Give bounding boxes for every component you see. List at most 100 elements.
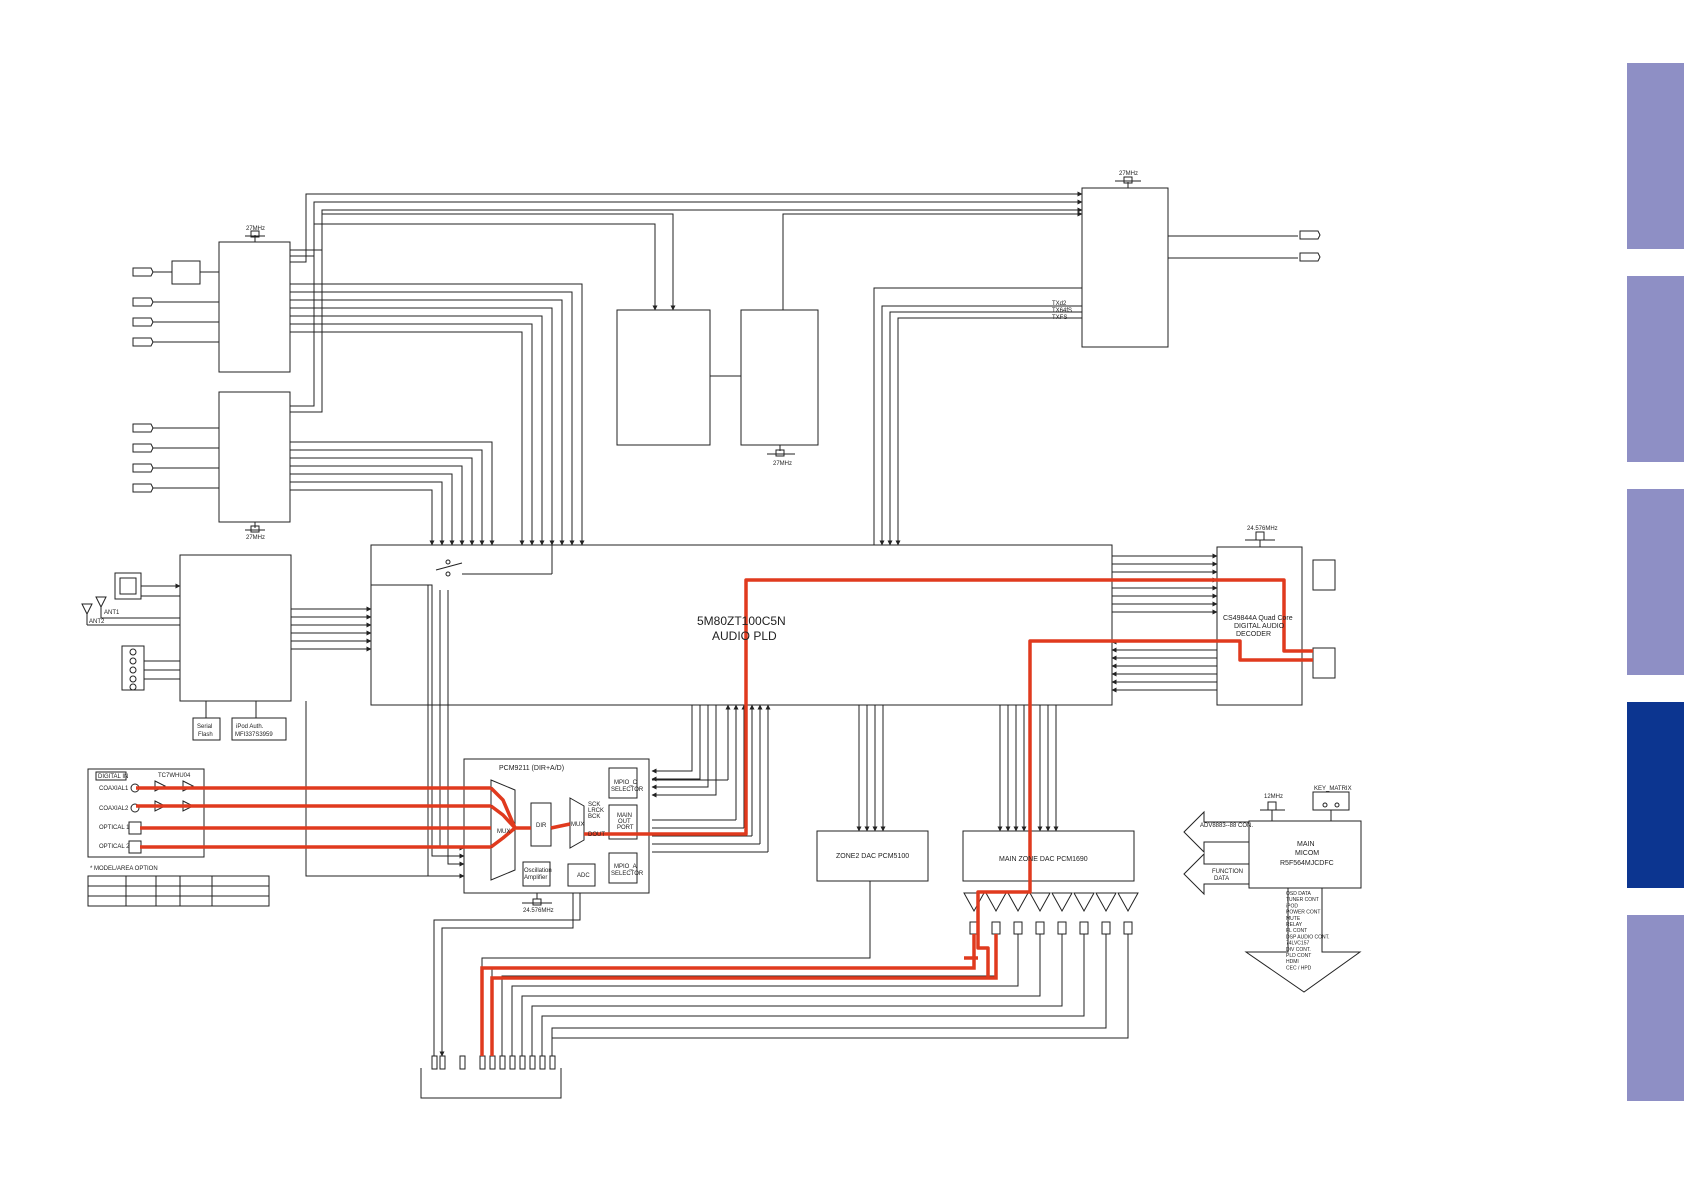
red-signal-path bbox=[136, 578, 1313, 978]
side-tab-5[interactable] bbox=[1627, 915, 1684, 1101]
txd4-label: TX64fS bbox=[1052, 308, 1072, 314]
coaxial2-label: COAXIAL2 bbox=[99, 806, 129, 812]
crystal-24576-pcm bbox=[522, 893, 552, 906]
main-out-label-2: OUT bbox=[618, 819, 631, 825]
mpio-a-label-2: SELECTOR bbox=[611, 871, 644, 877]
ipod-auth-label-1: iPod Auth. bbox=[236, 724, 264, 730]
ipod-auth-label-2: MFI337S3959 bbox=[235, 732, 273, 738]
micom-signal-item: DIV CONT. bbox=[1286, 947, 1311, 953]
side-tab-1[interactable] bbox=[1627, 63, 1684, 249]
xtal-label-top-left: 27MHz bbox=[246, 226, 265, 232]
micom-label-1: MAIN bbox=[1297, 841, 1315, 848]
bus-upper-to-pld bbox=[290, 283, 585, 546]
bus-pld-to-main-dac bbox=[997, 705, 1059, 832]
bottom-connector bbox=[420, 1055, 562, 1099]
model-area-table bbox=[87, 875, 270, 907]
decoder-label-2: DIGITAL AUDIO bbox=[1234, 623, 1285, 630]
optical2-label: OPTICAL 2 bbox=[99, 844, 130, 850]
txd2-label: TXd2 bbox=[1052, 301, 1067, 307]
adv-con-label: ADV8883--88 CON. bbox=[1200, 823, 1253, 829]
crystal-12mhz bbox=[1260, 801, 1285, 821]
adv-con-arrow bbox=[1183, 810, 1250, 854]
dout-label: DOUT bbox=[588, 832, 605, 838]
top-right-block bbox=[1081, 187, 1169, 348]
xtal-label-decoder: 24.576MHz bbox=[1247, 526, 1278, 532]
dir-label: DIR bbox=[536, 823, 547, 829]
micom-signal-item: RELAY bbox=[1286, 922, 1303, 928]
ant1-label: ANT1 bbox=[104, 610, 120, 616]
micom-signal-item: FL CONT bbox=[1286, 928, 1307, 934]
ipod-auth-chip bbox=[231, 717, 287, 741]
bus-pld-to-zone2 bbox=[856, 705, 886, 832]
ant2-label: ANT2 bbox=[89, 619, 105, 625]
xtal-label-top-right: 27MHz bbox=[1119, 171, 1138, 177]
micom-signal-item: TUNER CONT bbox=[1286, 897, 1319, 903]
input-block-upper bbox=[132, 241, 291, 373]
coaxial1-label: COAXIAL1 bbox=[99, 786, 129, 792]
adc-label: ADC bbox=[577, 873, 590, 879]
osc-label-2: Amplifier bbox=[524, 875, 547, 881]
model-area-label: * MODEL/AREA OPTION bbox=[90, 866, 158, 872]
micom-signal-item: MUTE bbox=[1286, 916, 1301, 922]
micom-signal-item: HDMI bbox=[1286, 959, 1299, 965]
crystal-27mhz-mid-left bbox=[245, 522, 265, 533]
crystal-24576-decoder bbox=[1245, 531, 1275, 547]
crystal-27mhz-top-right bbox=[1115, 176, 1141, 188]
micom-output-arrow bbox=[1244, 887, 1362, 993]
key-matrix-switch bbox=[1312, 791, 1350, 821]
main-out-label-1: MAIN bbox=[617, 813, 632, 819]
micom-signal-item: iPOD bbox=[1286, 903, 1298, 909]
sck-label-3: BCK bbox=[588, 814, 600, 820]
xtal-label-pcm: 24.576MHz bbox=[523, 908, 554, 914]
input-block-lower bbox=[132, 391, 291, 523]
bus-lower-to-pld bbox=[290, 441, 495, 546]
serial-flash-label-2: Flash bbox=[198, 732, 213, 738]
center-block-left bbox=[616, 309, 711, 446]
side-tab-4[interactable] bbox=[1627, 702, 1684, 888]
side-tab-2[interactable] bbox=[1627, 276, 1684, 462]
xtal-label-center: 27MHz bbox=[773, 461, 792, 467]
micom-signal-item: DSP AUDIO CONT. bbox=[1286, 934, 1330, 940]
function-data-arrow bbox=[1183, 852, 1250, 896]
sck-label-2: LRCK bbox=[588, 808, 604, 814]
micom-label-2: MICOM bbox=[1295, 850, 1319, 857]
center-block-right bbox=[740, 309, 819, 446]
buffer-ic-label: TC7WHU04 bbox=[158, 773, 191, 779]
micom-signal-item: POWER CONT bbox=[1286, 910, 1320, 916]
crystal-27mhz-top-left bbox=[245, 230, 265, 242]
decoder-label-1: CS49844A Quad Core bbox=[1223, 615, 1293, 622]
mpio-a-label-1: MPIO_A bbox=[614, 864, 637, 870]
key-matrix-label: KEY_MATRIX bbox=[1314, 786, 1352, 792]
decoder-label-3: DECODER bbox=[1236, 631, 1271, 638]
pcm9211 bbox=[463, 758, 650, 894]
main-dac-outputs bbox=[491, 892, 1139, 1056]
digital-in-label: DIGITAL IN bbox=[98, 774, 128, 780]
txfs-label: TXFS bbox=[1052, 315, 1067, 321]
micom-label-3: R5F564MJCDFC bbox=[1280, 860, 1334, 867]
tuner-ipod-block bbox=[179, 554, 292, 702]
serial-flash-label-1: Serial bbox=[197, 724, 212, 730]
optical1-label: OPTICAL 1 bbox=[99, 825, 130, 831]
function-data-label-2: DATA bbox=[1214, 876, 1229, 882]
pld-part-label: 5M80ZT100C5N bbox=[697, 614, 786, 628]
micom-signal-item: CEC / HPD bbox=[1286, 965, 1312, 971]
xtal-label-12mhz: 12MHz bbox=[1264, 794, 1283, 800]
digital-in-block bbox=[87, 768, 205, 858]
micom-signal-item: OSD DATA bbox=[1286, 891, 1311, 897]
main-dac-label: MAIN ZONE DAC PCM1690 bbox=[999, 856, 1088, 863]
main-out-label-3: PORT bbox=[617, 825, 634, 831]
zone2-dac-label: ZONE2 DAC PCM5100 bbox=[836, 853, 909, 860]
sck-label-1: SCK bbox=[588, 802, 600, 808]
micom-signal-item: PLD CONT bbox=[1286, 953, 1311, 959]
pcm9211-label: PCM9211 (DIR+A/D) bbox=[499, 765, 564, 772]
mpio-c-label-2: SELECTOR bbox=[611, 787, 644, 793]
side-tab-3[interactable] bbox=[1627, 489, 1684, 675]
function-data-label-1: FUNCTION bbox=[1212, 869, 1243, 875]
bus-pld-to-decoder bbox=[1111, 553, 1218, 693]
mpio-c-label-1: MPIO_C bbox=[614, 780, 638, 786]
mux-right-label: MUX bbox=[571, 822, 584, 828]
bus-pld-to-pcm bbox=[651, 704, 771, 853]
micom-signal-item: 74LVC157 bbox=[1286, 941, 1309, 947]
